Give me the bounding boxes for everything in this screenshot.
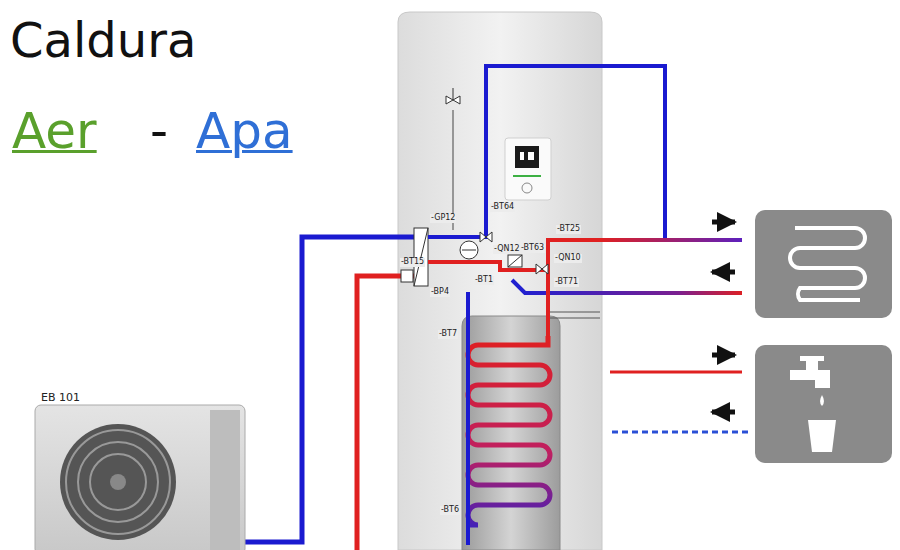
sensor-label: -BT63 [520,244,545,253]
sensor-label: -BT6 [440,506,460,515]
sensor-label: -GP12 [430,214,456,223]
title-word: Caldura [10,14,196,67]
sensor-label: -BT64 [490,203,515,212]
sensor-label: -QN12 [493,245,521,254]
sensor-label: -BT15 [400,258,425,267]
unit-label: EB 101 [39,391,82,404]
outdoor-unit: EB 101 [35,384,245,550]
title-word: - [150,104,168,159]
sensor-label: -BT25 [556,225,581,234]
sensor-label: -BT1 [474,276,494,285]
sensor-label: -BT71 [554,278,579,287]
title-word: Aer [12,104,97,159]
title-word: Apa [196,104,293,159]
sensor-label: -QN10 [554,254,582,263]
sensor-label: -BP4 [430,288,450,297]
sensor-label: -BT7 [438,330,458,339]
